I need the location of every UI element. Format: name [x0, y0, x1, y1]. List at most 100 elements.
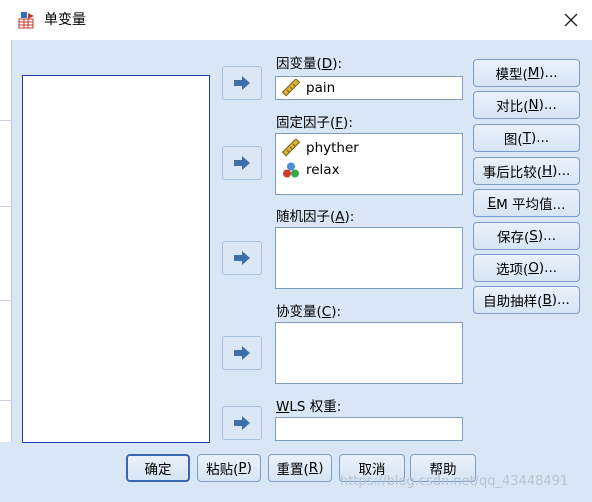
dependent-label-pre: 因变量(: [276, 56, 322, 72]
covariate-label-post: ):: [331, 304, 342, 320]
ok-button[interactable]: 确定: [126, 454, 190, 482]
title-bar: 单变量: [0, 0, 592, 40]
fixed-factor-list[interactable]: phyther relax: [275, 133, 463, 195]
ruler-icon: [282, 139, 300, 157]
paste-button-post: ): [246, 460, 252, 476]
dependent-label-key: D: [321, 56, 333, 72]
underlying-window-strip: [0, 40, 12, 442]
underlying-row-line: [0, 300, 12, 301]
paste-button-pre: 粘贴(: [206, 462, 239, 478]
dependent-field[interactable]: pain: [275, 76, 463, 100]
model-button[interactable]: 模型(M)...: [473, 59, 580, 87]
bootstrap-button[interactable]: 自助抽样(B)...: [473, 286, 580, 314]
help-button[interactable]: 帮助: [410, 454, 476, 482]
fixed-factor-item[interactable]: phyther: [282, 138, 359, 158]
ok-button-label: 确定: [144, 462, 172, 478]
save-button-key: S: [529, 228, 538, 244]
wls-weight-label-rest: LS 权重:: [289, 399, 342, 415]
plots-button[interactable]: 图(T)...: [473, 124, 580, 152]
fixed-factor-item[interactable]: relax: [282, 160, 340, 180]
underlying-row-line: [0, 206, 12, 207]
model-button-key: M: [527, 65, 540, 81]
post-hoc-button[interactable]: 事后比较(H)...: [473, 157, 580, 185]
move-to-covariate-button[interactable]: [222, 336, 262, 370]
options-button-pre: 选项(: [495, 262, 529, 278]
covariate-label: 协变量(C):: [276, 304, 341, 320]
right-arrow-icon: [234, 156, 250, 170]
ruler-icon: [282, 79, 300, 97]
reset-button-key: R: [308, 460, 319, 476]
wls-weight-label-key: W: [276, 399, 290, 415]
cancel-button[interactable]: 取消: [339, 454, 405, 482]
dependent-item[interactable]: pain: [282, 78, 335, 98]
fixed-factor-item-label: phyther: [306, 140, 359, 156]
options-button-key: O: [528, 260, 539, 276]
plots-button-post: )...: [530, 130, 550, 146]
contrasts-button-post: )...: [538, 97, 557, 113]
contrasts-button[interactable]: 对比(N)...: [473, 91, 580, 119]
reset-button-pre: 重置(: [276, 462, 309, 478]
covariate-label-key: C: [321, 304, 332, 320]
move-to-fixed-factor-button[interactable]: [222, 146, 262, 180]
nominal-icon: [283, 162, 299, 178]
wls-weight-field[interactable]: [275, 417, 463, 441]
fixed-factor-label-pre: 固定因子(: [276, 115, 336, 131]
options-button[interactable]: 选项(O)...: [473, 254, 580, 282]
random-factor-label-key: A: [335, 209, 345, 225]
model-button-pre: 模型(: [495, 67, 528, 83]
save-button[interactable]: 保存(S)...: [473, 222, 580, 250]
covariate-list[interactable]: [275, 322, 463, 384]
fixed-factor-item-label: relax: [306, 162, 340, 178]
em-means-button-key: E: [487, 195, 497, 211]
post-hoc-button-post: )...: [552, 163, 571, 179]
right-arrow-icon: [234, 251, 250, 265]
bootstrap-button-key: B: [542, 292, 552, 308]
window-title: 单变量: [44, 12, 86, 28]
options-button-post: )...: [538, 260, 558, 276]
right-arrow-icon: [234, 416, 250, 430]
move-to-random-factor-button[interactable]: [222, 241, 262, 275]
em-means-button-post: M 平均值...: [496, 197, 566, 213]
plots-button-pre: 图(: [503, 132, 523, 148]
post-hoc-button-pre: 事后比较(: [482, 165, 542, 181]
contrasts-button-key: N: [528, 97, 539, 113]
wls-weight-label: WLS 权重:: [276, 399, 341, 415]
contrasts-button-pre: 对比(: [496, 99, 529, 115]
fixed-factor-label: 固定因子(F):: [276, 115, 353, 131]
move-to-dependent-button[interactable]: [222, 66, 262, 100]
right-arrow-icon: [234, 76, 250, 90]
reset-button[interactable]: 重置(R): [268, 454, 332, 482]
watermark-text: https://blog.csdn.net/qq_43448491: [340, 474, 569, 489]
random-factor-label-post: ):: [344, 209, 355, 225]
dependent-label-post: ):: [332, 56, 343, 72]
spss-app-icon: [18, 11, 36, 29]
close-button[interactable]: [550, 0, 592, 40]
random-factor-label: 随机因子(A):: [276, 209, 354, 225]
help-button-label: 帮助: [429, 462, 457, 478]
underlying-row-line: [0, 120, 12, 121]
cancel-button-label: 取消: [358, 462, 386, 478]
close-icon: [564, 13, 578, 27]
post-hoc-button-key: H: [541, 163, 553, 179]
bootstrap-button-post: )...: [551, 292, 570, 308]
underlying-row-line: [0, 400, 12, 401]
save-button-pre: 保存(: [497, 230, 530, 246]
source-variable-list[interactable]: [22, 75, 210, 443]
paste-button[interactable]: 粘贴(P): [197, 454, 261, 482]
move-to-wls-weight-button[interactable]: [222, 406, 262, 440]
plots-button-key: T: [522, 130, 531, 146]
model-button-post: )...: [539, 65, 558, 81]
save-button-post: )...: [537, 228, 556, 244]
dependent-item-label: pain: [306, 80, 336, 96]
dependent-label: 因变量(D):: [276, 56, 342, 72]
random-factor-label-pre: 随机因子(: [276, 209, 336, 225]
random-factor-list[interactable]: [275, 227, 463, 289]
fixed-factor-label-key: F: [335, 115, 344, 131]
reset-button-post: ): [318, 460, 324, 476]
paste-button-key: P: [238, 460, 247, 476]
bootstrap-button-pre: 自助抽样(: [483, 294, 543, 310]
covariate-label-pre: 协变量(: [276, 304, 322, 320]
right-arrow-icon: [234, 346, 250, 360]
fixed-factor-label-post: ):: [343, 115, 353, 131]
